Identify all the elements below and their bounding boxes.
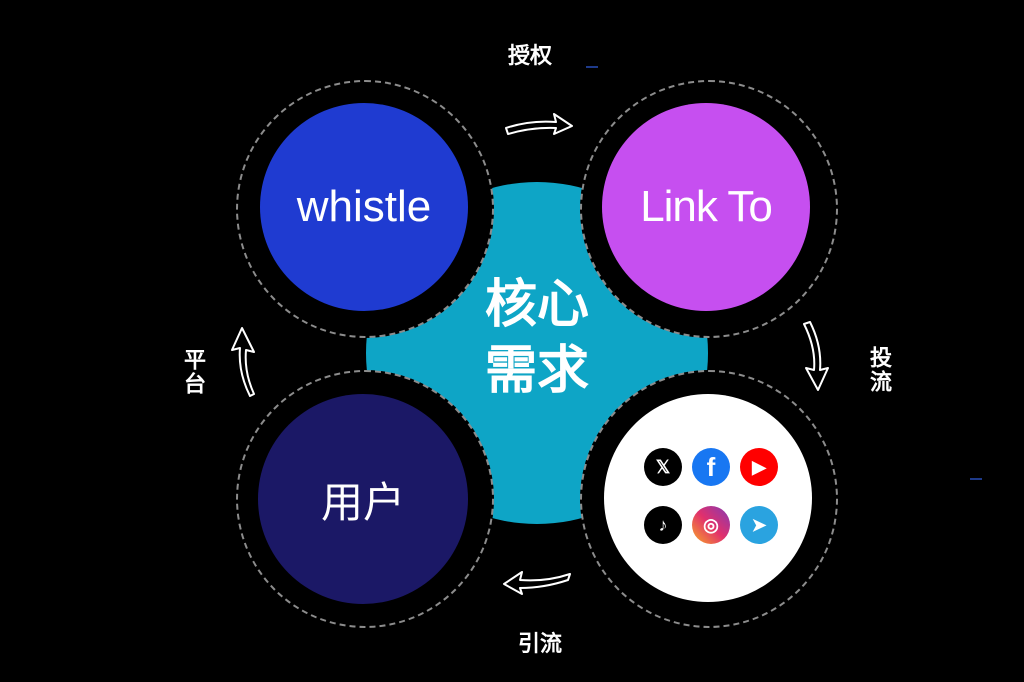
edge-label-authorize: 授权 <box>508 44 553 69</box>
linkto-node: Link To <box>602 103 810 311</box>
telegram-icon: ➤ <box>740 506 778 544</box>
youtube-icon: ▶ <box>740 448 778 486</box>
instagram-icon: ◎ <box>692 506 730 544</box>
center-title: 核心 需求 <box>430 272 644 404</box>
center-title-line1: 核心 <box>484 275 589 335</box>
arrow-left-icon <box>503 571 571 595</box>
center-title-line2: 需求 <box>484 341 589 401</box>
users-node: 用户 <box>258 394 468 604</box>
edge-label-platform: 平台 <box>180 348 205 396</box>
whistle-label: whistle <box>296 182 432 231</box>
x-icon: 𝕏 <box>644 448 682 486</box>
arrow-right-icon <box>505 113 573 135</box>
users-label: 用户 <box>320 477 405 527</box>
facebook-icon: f <box>692 448 730 486</box>
arrow-down-icon <box>803 321 829 391</box>
accent-dash <box>586 66 598 68</box>
accent-dash <box>970 478 982 480</box>
edge-label-ad-traffic: 投流 <box>866 346 891 394</box>
linkto-label: Link To <box>640 182 773 231</box>
edge-label-traffic-drain: 引流 <box>518 632 563 657</box>
arrow-up-icon <box>231 327 255 397</box>
tiktok-icon: ♪ <box>644 506 682 544</box>
whistle-node: whistle <box>260 103 468 311</box>
channels-node <box>604 394 812 602</box>
